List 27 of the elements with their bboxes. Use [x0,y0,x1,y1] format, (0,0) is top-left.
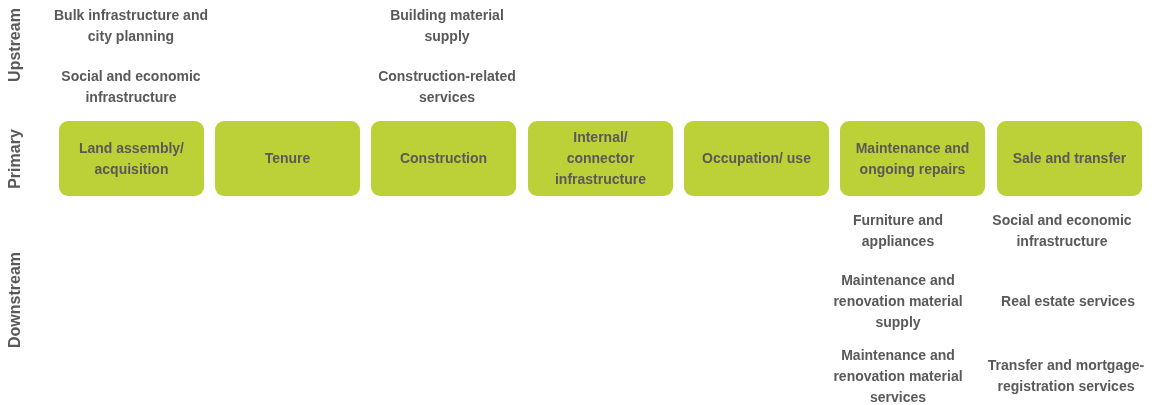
stage-box [371,121,516,196]
activity-label: Maintenance and renovation material supply [832,270,964,332]
stage-label: Internal/ connector infrastructure [554,128,647,189]
activity-label: Social and economic infrastructure [60,67,202,107]
stage-label: Construction [399,149,488,168]
activity-label: Bulk infrastructure and city planning [53,6,209,46]
activity-label: Construction-related services [377,67,517,107]
activity-label: Real estate services [1000,291,1136,311]
stage-box [528,121,673,196]
stage-box [215,121,360,196]
stage-box [59,121,204,196]
stage-label: Maintenance and ongoing repairs [854,138,971,179]
row-heading: Downstream [6,252,24,348]
stage-box [840,121,985,196]
activity-label: Building material supply [389,6,505,46]
stage-label: Tenure [264,149,311,168]
activity-label: Furniture and appliances [851,211,945,251]
stage-box [684,121,829,196]
stage-label: Sale and transfer [1012,149,1127,168]
stage-label: Occupation/ use [702,149,811,168]
stage-box [997,121,1142,196]
activity-label: Maintenance and renovation material services [832,345,964,405]
activity-label: Social and economic infrastructure [991,211,1133,251]
stage-label: Land assembly/ acquisition [77,138,185,179]
activity-label: Transfer and mortgage-registration services [986,356,1146,396]
row-heading: Primary [6,129,24,189]
row-heading: Upstream [6,8,24,82]
